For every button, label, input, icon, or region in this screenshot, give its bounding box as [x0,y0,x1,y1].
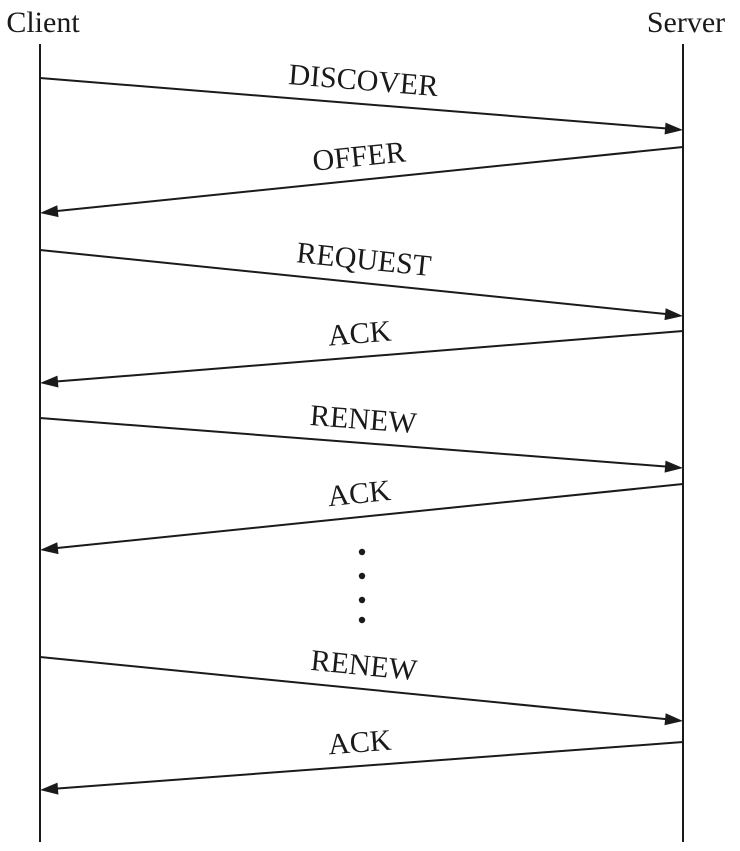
continuation-ellipsis: ⋮ [358,548,366,624]
message-label: ACK [327,315,393,353]
server-participant-label: Server [647,6,725,39]
message-arrow-line [39,417,668,468]
ellipsis-dot [358,572,366,580]
message-4: ACK [40,315,684,388]
arrowhead-icon [664,713,683,726]
message-arrow-line [55,741,684,790]
message-arrow-line [55,330,684,383]
message-5: RENEW [39,399,683,473]
message-7: RENEW [39,644,683,726]
message-label: REQUEST [295,236,433,283]
message-3: REQUEST [39,236,683,321]
message-arrow-line [55,483,684,550]
ellipsis-dot [358,596,366,604]
arrowhead-icon [664,308,683,321]
message-label: OFFER [311,135,407,177]
message-arrow-line [39,77,668,130]
message-6: ACK [40,474,684,555]
arrowhead-icon [664,460,683,473]
message-label: ACK [326,474,393,513]
arrowhead-icon [40,542,59,555]
message-arrow-line [39,249,668,316]
message-label: ACK [327,724,393,762]
arrowhead-icon [664,122,683,135]
ellipsis-dot [358,548,366,556]
message-label: DISCOVER [287,58,439,103]
message-arrow-line [39,656,668,721]
message-8: ACK [40,724,684,795]
message-label: RENEW [309,644,419,687]
message-arrow-line [55,146,684,213]
arrowhead-icon [40,205,59,218]
arrowhead-icon [40,782,59,795]
message-label: RENEW [309,399,419,440]
message-2: OFFER [40,135,684,218]
client-participant-label: Client [6,6,80,39]
arrowhead-icon [40,375,59,388]
message-list: DISCOVER OFFER REQUEST ACK RENEW ACK RENEW ACK [39,58,684,795]
ellipsis-dot [358,616,366,624]
message-1: DISCOVER [39,58,683,135]
